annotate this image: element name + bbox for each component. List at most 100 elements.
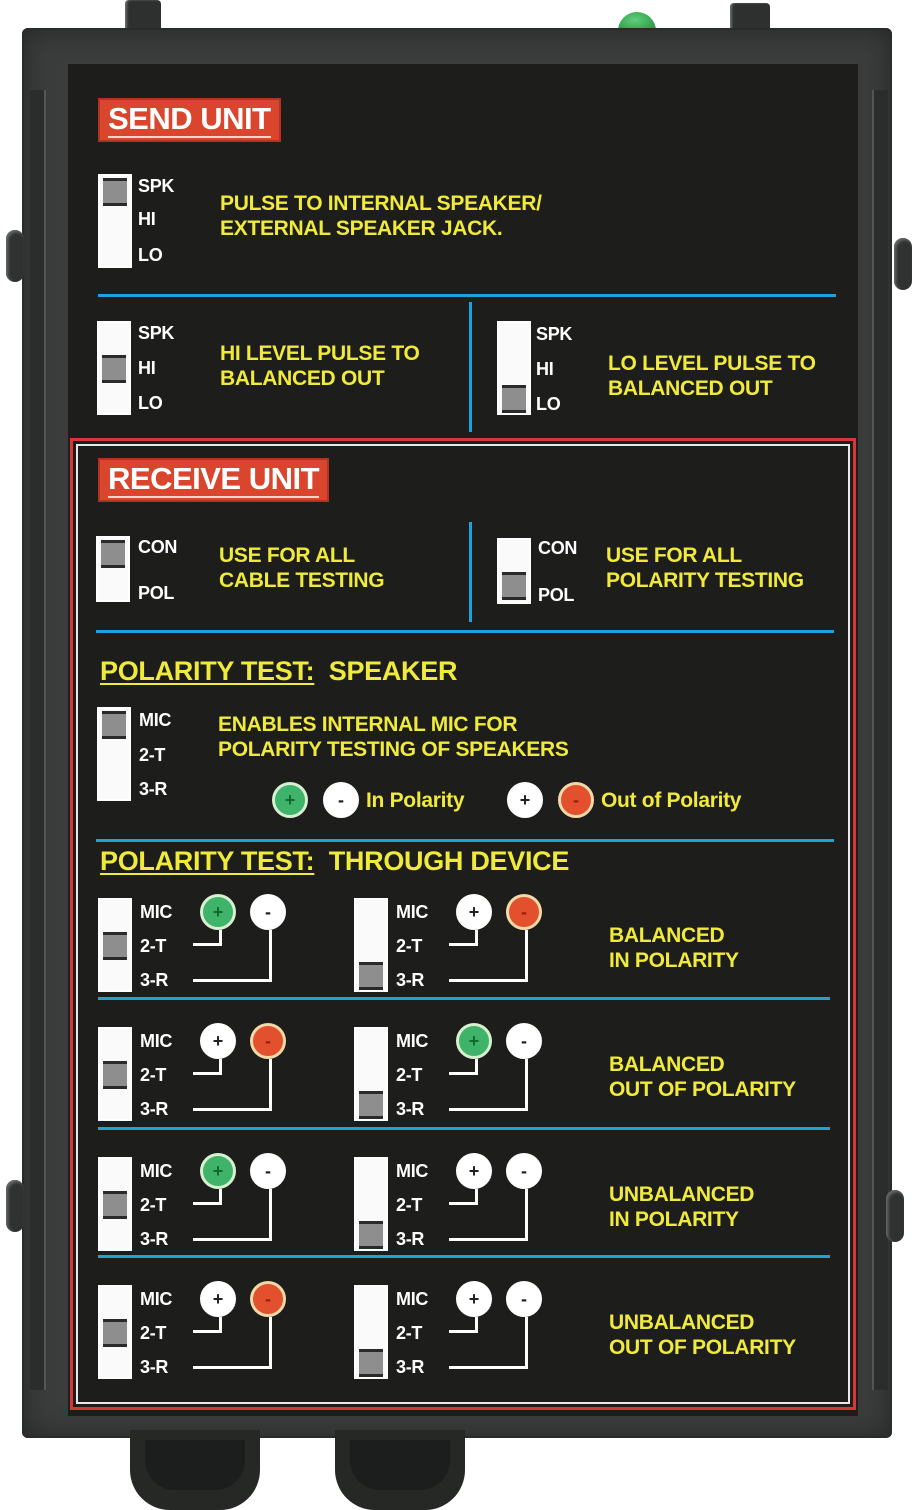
minus-red-icon: - bbox=[250, 1023, 286, 1059]
wire-3r bbox=[193, 1189, 272, 1241]
through-device-switch[interactable] bbox=[354, 1027, 388, 1121]
through-device-switch[interactable] bbox=[354, 1157, 388, 1251]
wire-2t bbox=[449, 930, 478, 946]
switch-label-pol: POL bbox=[138, 583, 175, 603]
send-desc-1: PULSE TO INTERNAL SPEAKER/EXTERNAL SPEAK… bbox=[220, 192, 542, 240]
plus-green-icon: + bbox=[272, 782, 308, 818]
switch-label-mic: MIC bbox=[140, 1289, 173, 1309]
wire-2t bbox=[449, 1189, 478, 1205]
xlr-jack-left[interactable] bbox=[130, 1430, 260, 1510]
receive-mode-switch-2[interactable] bbox=[497, 538, 531, 604]
speaker-test-heading: POLARITY TEST: SPEAKER bbox=[100, 656, 458, 686]
receive-unit-frame bbox=[70, 438, 856, 1410]
side-screw-icon bbox=[886, 1190, 904, 1242]
switch-label-3r: 3-R bbox=[140, 1099, 169, 1119]
plus-white-icon: + bbox=[456, 1281, 492, 1317]
switch-label-lo: LO bbox=[138, 393, 163, 413]
wire-3r bbox=[449, 1189, 528, 1241]
legend-in-polarity: In Polarity bbox=[366, 789, 465, 812]
send-unit-title: SEND UNIT bbox=[100, 100, 279, 140]
divider bbox=[469, 302, 472, 432]
switch-label-2t: 2-T bbox=[396, 1195, 423, 1215]
through-device-switch[interactable] bbox=[354, 898, 388, 992]
plus-white-icon: + bbox=[456, 1153, 492, 1189]
divider bbox=[98, 1127, 830, 1130]
plus-green-icon: + bbox=[456, 1023, 492, 1059]
through-device-switch[interactable] bbox=[98, 1285, 132, 1379]
side-screw-icon bbox=[6, 1180, 24, 1232]
wire-2t bbox=[449, 1059, 478, 1075]
xlr-jack-right[interactable] bbox=[335, 1430, 465, 1510]
switch-label-mic: MIC bbox=[140, 1161, 173, 1181]
plus-white-icon: + bbox=[456, 894, 492, 930]
divider bbox=[98, 294, 836, 297]
switch-label-3r: 3-R bbox=[140, 1357, 169, 1377]
switch-label-2t: 2-T bbox=[396, 1065, 423, 1085]
switch-label-mic: MIC bbox=[139, 710, 172, 730]
wire-3r bbox=[449, 930, 528, 982]
send-switch-1[interactable] bbox=[98, 174, 132, 268]
speaker-test-switch[interactable] bbox=[97, 707, 131, 801]
wire-2t bbox=[193, 930, 222, 946]
switch-label-con: CON bbox=[538, 538, 578, 558]
through-device-switch[interactable] bbox=[98, 1157, 132, 1251]
plus-green-icon: + bbox=[200, 1153, 236, 1189]
minus-white-icon: - bbox=[250, 1153, 286, 1189]
through-device-heading: POLARITY TEST: THROUGH DEVICE bbox=[100, 846, 570, 876]
wire-3r bbox=[193, 1317, 272, 1369]
switch-label-hi: HI bbox=[138, 358, 156, 378]
minus-white-icon: - bbox=[506, 1023, 542, 1059]
through-device-switch[interactable] bbox=[354, 1285, 388, 1379]
switch-label-mic: MIC bbox=[140, 902, 173, 922]
minus-white-icon: - bbox=[323, 782, 359, 818]
switch-label-spk: SPK bbox=[138, 323, 175, 343]
switch-label-2t: 2-T bbox=[139, 745, 166, 765]
side-screw-icon bbox=[894, 238, 912, 290]
minus-white-icon: - bbox=[506, 1281, 542, 1317]
receive-mode-switch-1[interactable] bbox=[96, 536, 130, 602]
wire-3r bbox=[449, 1059, 528, 1111]
send-switch-2[interactable] bbox=[97, 321, 131, 415]
switch-label-spk: SPK bbox=[536, 324, 573, 344]
switch-label-3r: 3-R bbox=[396, 1229, 425, 1249]
switch-label-hi: HI bbox=[536, 359, 554, 379]
switch-label-hi: HI bbox=[138, 209, 156, 229]
divider bbox=[469, 522, 472, 622]
plus-white-icon: + bbox=[507, 782, 543, 818]
side-screw-icon bbox=[6, 230, 24, 282]
wire-3r bbox=[449, 1317, 528, 1369]
plus-white-icon: + bbox=[200, 1023, 236, 1059]
top-post-left bbox=[125, 0, 161, 32]
through-device-switch[interactable] bbox=[98, 1027, 132, 1121]
switch-label-3r: 3-R bbox=[396, 1099, 425, 1119]
switch-label-2t: 2-T bbox=[140, 936, 167, 956]
right-rail bbox=[872, 90, 888, 1390]
switch-label-3r: 3-R bbox=[139, 779, 168, 799]
power-led-icon bbox=[618, 12, 656, 32]
divider bbox=[98, 1255, 830, 1258]
minus-red-icon: - bbox=[250, 1281, 286, 1317]
through-device-switch[interactable] bbox=[98, 898, 132, 992]
receive-unit-inner-frame bbox=[76, 444, 850, 1404]
switch-label-pol: POL bbox=[538, 585, 575, 605]
switch-label-2t: 2-T bbox=[396, 936, 423, 956]
plus-white-icon: + bbox=[200, 1281, 236, 1317]
minus-white-icon: - bbox=[250, 894, 286, 930]
minus-red-icon: - bbox=[558, 782, 594, 818]
minus-white-icon: - bbox=[506, 1153, 542, 1189]
switch-label-con: CON bbox=[138, 537, 178, 557]
top-post-right bbox=[730, 3, 770, 31]
divider bbox=[96, 839, 834, 842]
wire-2t bbox=[193, 1059, 222, 1075]
switch-label-3r: 3-R bbox=[396, 970, 425, 990]
switch-label-2t: 2-T bbox=[140, 1323, 167, 1343]
send-switch-3[interactable] bbox=[497, 321, 531, 415]
switch-label-spk: SPK bbox=[138, 176, 175, 196]
receive-unit-title: RECEIVE UNIT bbox=[100, 460, 328, 500]
minus-red-icon: - bbox=[506, 894, 542, 930]
